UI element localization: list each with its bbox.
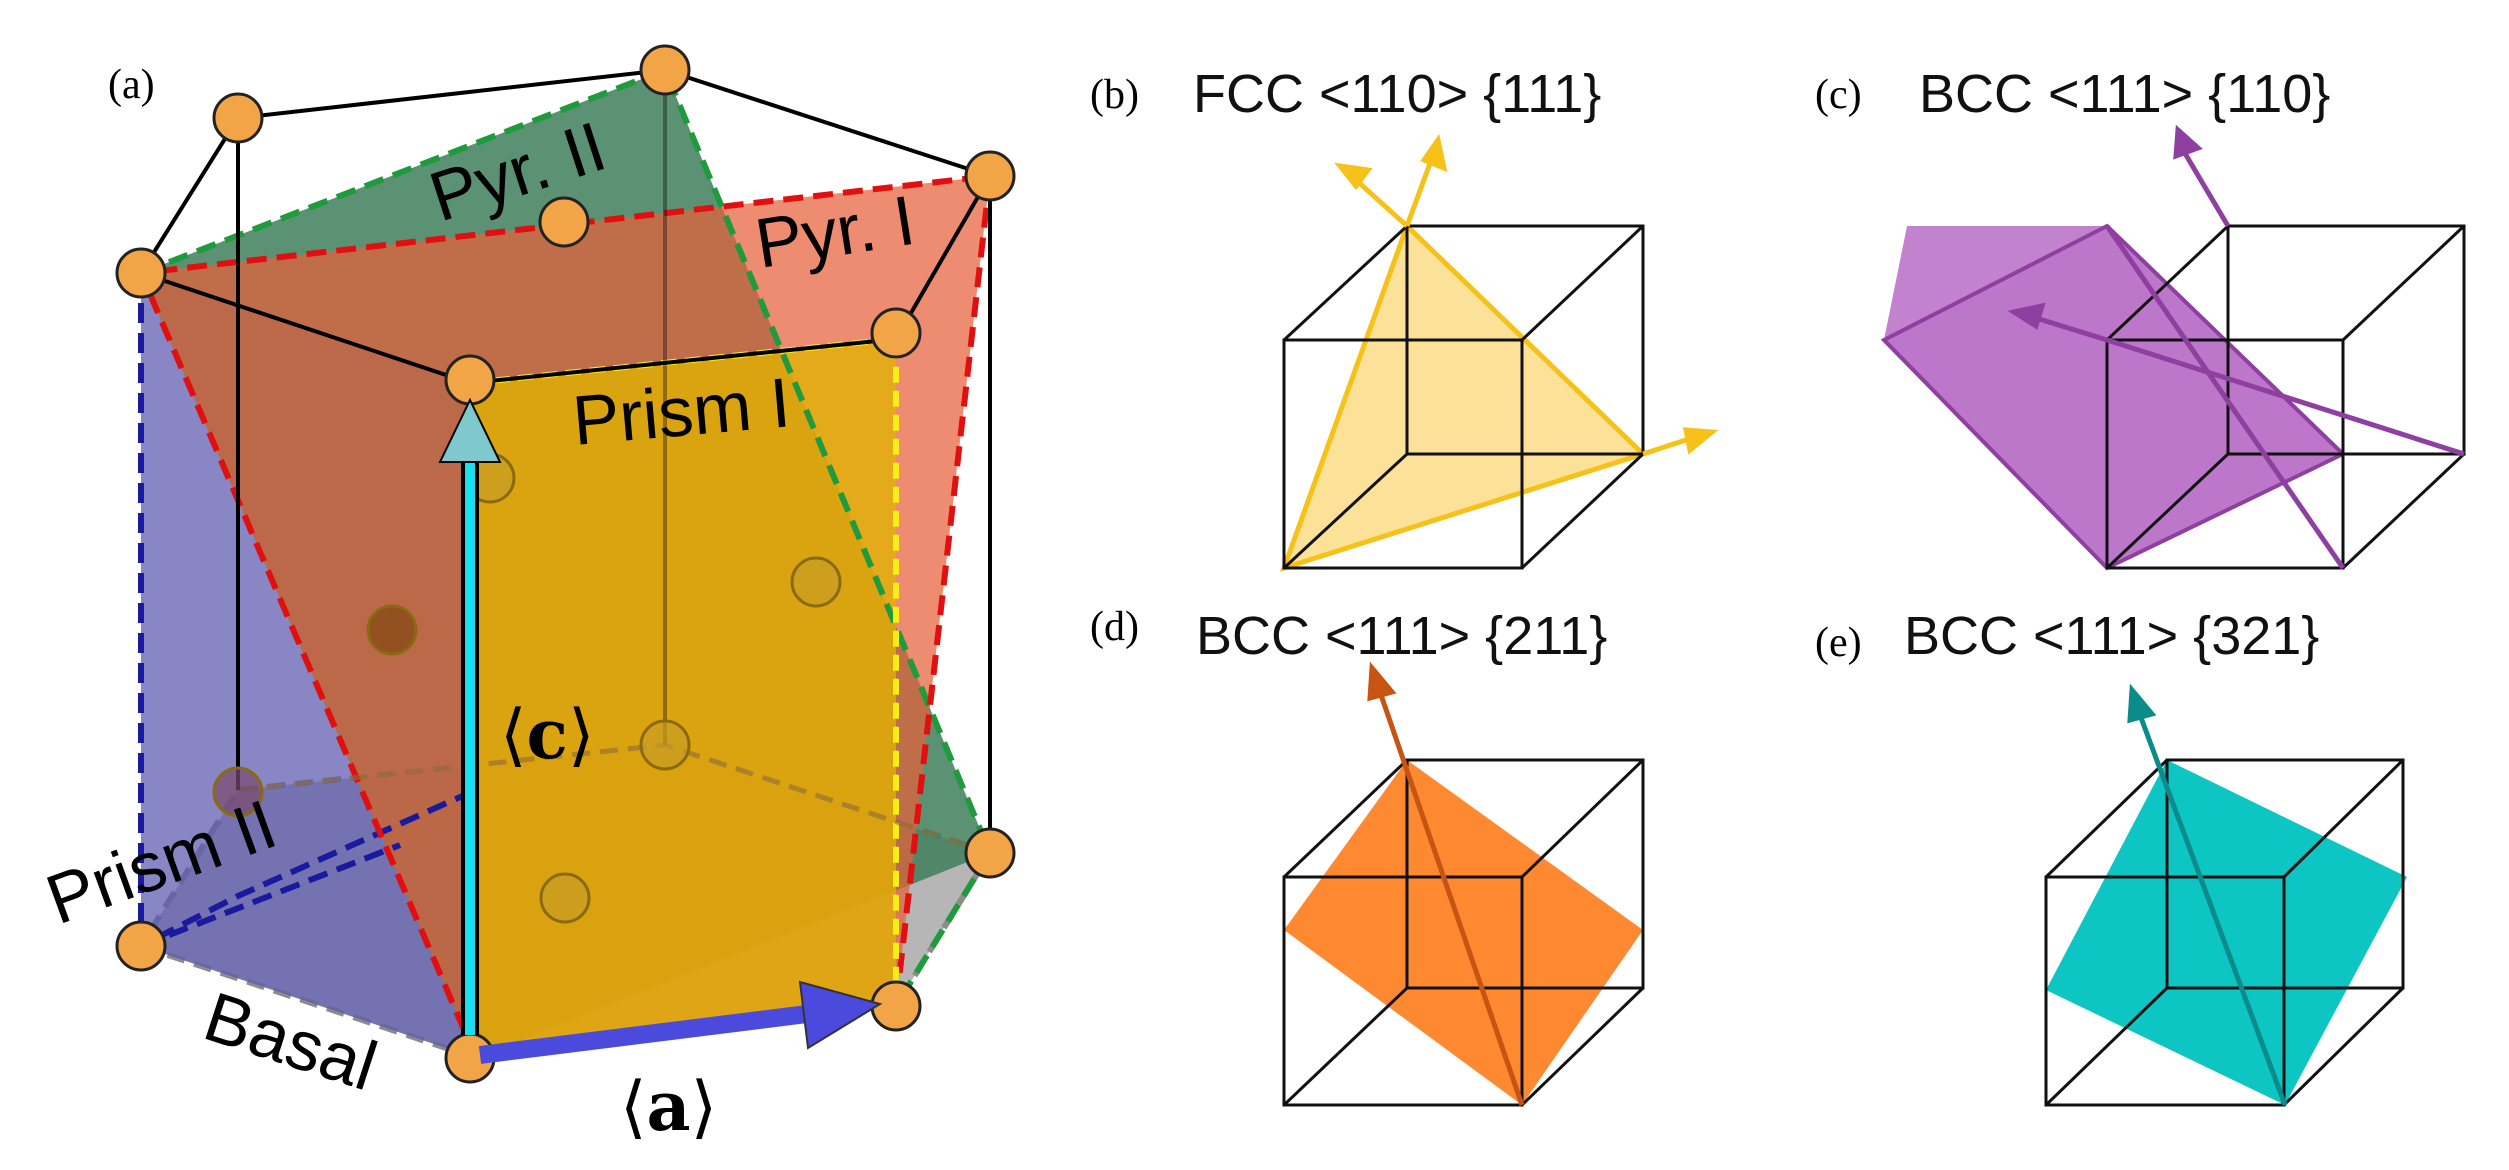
atom — [366, 604, 418, 656]
pyramidal-i-outline — [136, 172, 994, 1060]
bcc-110-diagonals — [2007, 124, 2465, 570]
hcp-atoms — [115, 44, 1016, 1084]
panel-label-d: (d) — [1090, 604, 1139, 650]
prism-i-label: Prism I — [570, 363, 794, 460]
panel-label-b: (b) — [1090, 72, 1139, 118]
atom — [639, 44, 691, 96]
atom — [539, 872, 591, 924]
hcp-cell-edges — [139, 68, 992, 853]
atom — [115, 920, 167, 972]
atom — [115, 247, 167, 299]
hcp-inner-atoms — [212, 452, 842, 924]
prism-ii-outline-bottom — [139, 842, 402, 949]
atom — [790, 556, 842, 608]
fcc-111-plane — [1279, 221, 1648, 572]
atom — [538, 196, 590, 248]
cube-wireframe — [2044, 758, 2405, 1107]
panel-title-d: BCC <111> {211} — [1196, 606, 1607, 666]
panel-label-a: (a) — [108, 62, 155, 108]
pyramidal-ii-outline — [139, 66, 994, 1008]
hcp-panel: (a) — [36, 44, 1016, 1147]
prism-i-outline — [469, 335, 899, 1006]
atom — [870, 980, 922, 1032]
atom — [964, 150, 1016, 202]
panel-label-c: (c) — [1815, 72, 1862, 118]
bcc-321-slip-direction — [2127, 683, 2288, 1106]
a-vector-label: ⟨a⟩ — [620, 1067, 717, 1147]
c-vector-label: ⟨c⟩ — [500, 695, 594, 775]
atom — [212, 766, 264, 818]
atom — [444, 354, 496, 406]
cube-wireframe — [2105, 224, 2466, 570]
bcc-111-321-panel: (e) BCC <111> {321} — [1815, 606, 2407, 1107]
fcc-slip-directions — [1334, 133, 1719, 457]
atom — [870, 307, 922, 359]
a-vector-arrow — [478, 980, 883, 1064]
atom — [964, 827, 1016, 879]
panel-title-b: FCC <110> {111} — [1193, 64, 1601, 124]
atom — [639, 719, 691, 771]
panel-title-c: BCC <111> {110} — [1919, 64, 2330, 124]
cube-wireframe — [1282, 758, 1645, 1107]
c-vector-arrow — [438, 397, 502, 1035]
atom — [212, 92, 264, 144]
bcc-111-211-panel: (d) BCC <111> {211} — [1090, 604, 1645, 1107]
bcc-211-slip-direction — [1367, 661, 1525, 1106]
panel-label-e: (e) — [1815, 620, 1862, 666]
prism-ii-outline — [138, 273, 478, 951]
fcc-110-111-panel: (b) FCC <110> {111} — [1090, 64, 1719, 572]
panel-title-e: BCC <111> {321} — [1904, 606, 2319, 666]
bcc-111-110-panel: (c) BCC <111> {110} — [1815, 64, 2466, 571]
cube-wireframe — [1282, 224, 1645, 570]
